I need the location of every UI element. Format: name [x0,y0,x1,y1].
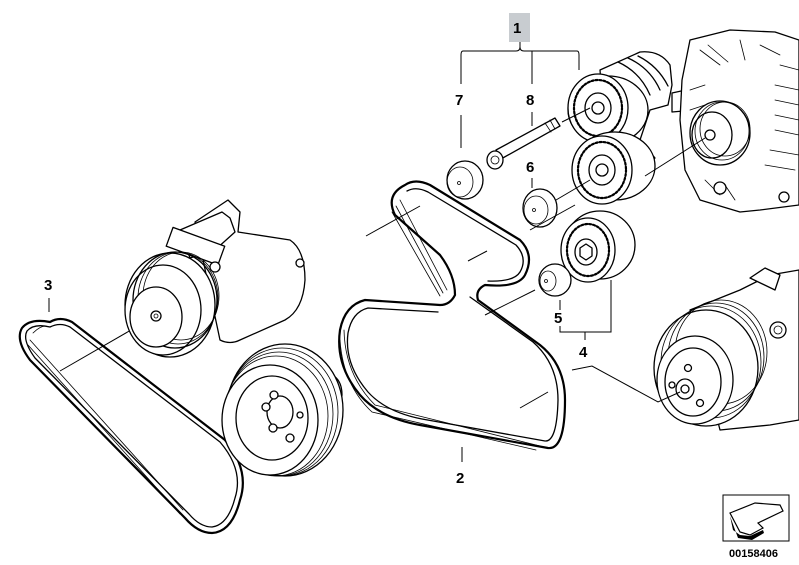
power-steering-pump[interactable] [653,267,799,431]
direction-arrow-icon [722,494,790,542]
callout-1-label[interactable]: 1 [513,20,521,37]
diagram-code: 00158406 [729,548,778,560]
bracket-4 [559,280,612,340]
callout-2-group[interactable]: 2 [456,447,464,487]
tensioner-pulley[interactable] [567,73,649,145]
bracket-1 [460,42,580,84]
leader-alt-to-pulley [644,137,706,177]
callout-3-label[interactable]: 3 [44,277,52,294]
callout-8-group[interactable]: 8 [526,92,534,126]
leader-bolt-to-pulley [561,107,591,123]
tensioner-lower-pulley[interactable] [571,131,656,205]
callout-3-group[interactable]: 3 [44,277,52,312]
alternator[interactable] [679,29,799,213]
callout-6-label[interactable]: 6 [526,159,534,176]
leader-cap6-to-belt [529,204,576,231]
ac-compressor-belt[interactable] [18,314,244,535]
tensioner-pulley-cap[interactable] [522,188,558,228]
leader-ps-pump [571,365,681,403]
callout-6-group[interactable]: 6 [526,159,534,188]
main-ribbed-belt[interactable] [338,180,567,451]
ac-compressor[interactable] [124,199,306,358]
callout-5-label[interactable]: 5 [554,310,562,327]
crankshaft-pulley[interactable] [221,343,344,477]
deflection-pulley-cap[interactable] [538,263,572,297]
bolt[interactable] [486,117,561,170]
callout-8-label[interactable]: 8 [526,92,534,109]
callout-7-group[interactable]: 7 [455,92,463,148]
callout-5-group[interactable]: 5 [554,300,562,327]
dust-cap[interactable] [446,160,484,200]
callout-4-label[interactable]: 4 [579,344,588,361]
callout-4-group[interactable]: 4 [559,280,612,361]
deflection-pulley[interactable] [560,210,636,283]
leader-6-to-pulley [555,179,591,201]
callout-2-label[interactable]: 2 [456,470,464,487]
callout-7-label[interactable]: 7 [455,92,463,109]
callout-1-group[interactable]: 1 [460,13,580,84]
callout-1-highlight [509,13,530,42]
